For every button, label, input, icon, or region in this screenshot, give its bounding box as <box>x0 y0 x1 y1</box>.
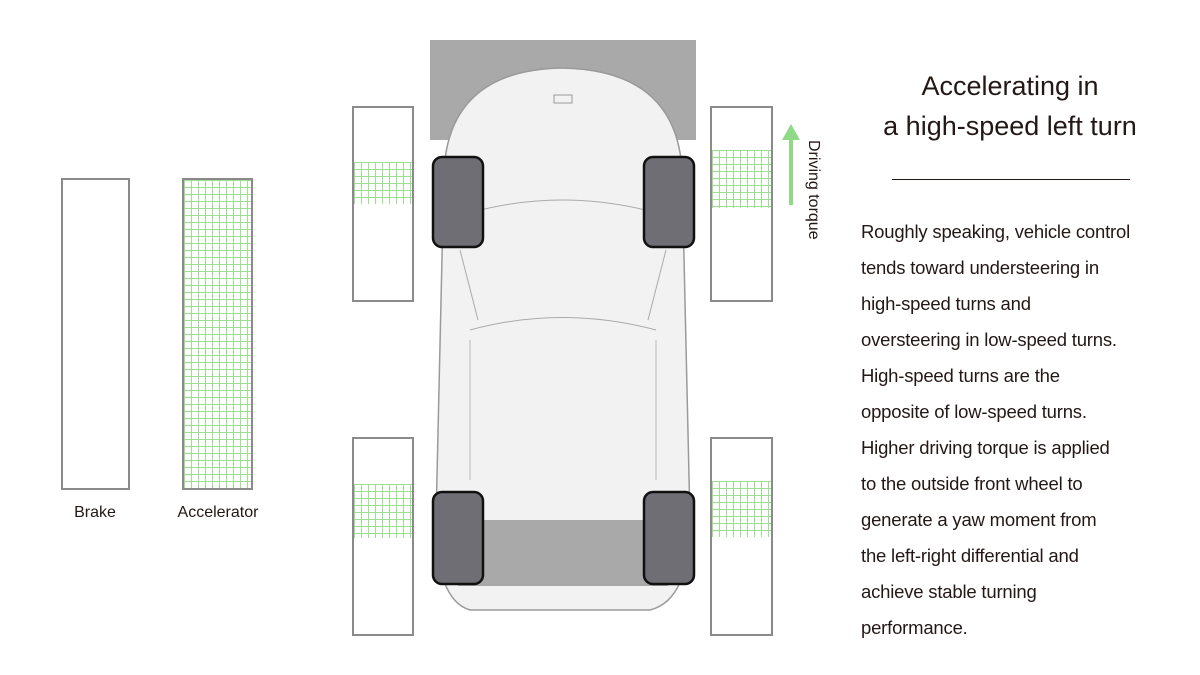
tire-front-right <box>642 155 696 249</box>
tire-front-left <box>431 155 485 249</box>
accelerator-fill <box>184 180 251 488</box>
wheel-gauge-rear-left <box>352 437 414 636</box>
torque-fill <box>354 161 412 204</box>
description-line: High-speed turns are the <box>861 365 1060 386</box>
torque-fill <box>712 150 771 208</box>
tire-rear-left <box>431 490 485 586</box>
title-line: a high-speed left turn <box>883 111 1137 141</box>
wheel-gauge-front-left <box>352 106 414 302</box>
description-line: Roughly speaking, vehicle control <box>861 221 1131 242</box>
description-line: the left-right differential and <box>861 545 1079 566</box>
driving-torque-label: Driving torque <box>805 140 822 240</box>
description-line: opposite of low-speed turns. <box>861 401 1087 422</box>
description-line: oversteering in low-speed turns. <box>861 329 1117 350</box>
tire-rear-right <box>642 490 696 586</box>
wheel-gauge-rear-right <box>710 437 773 636</box>
description: Roughly speaking, vehicle control tends t… <box>861 214 1191 646</box>
description-line: Higher driving torque is applied <box>861 437 1110 458</box>
description-line: to the outside front wheel to <box>861 473 1083 494</box>
divider <box>892 179 1130 180</box>
brake-gauge <box>61 178 130 490</box>
title-line: Accelerating in <box>921 71 1099 101</box>
description-line: achieve stable turning <box>861 581 1037 602</box>
rear-diffuser <box>458 520 668 586</box>
brake-label: Brake <box>74 504 116 521</box>
description-line: high-speed turns and <box>861 293 1031 314</box>
accelerator-gauge <box>182 178 253 490</box>
description-line: performance. <box>861 617 968 638</box>
description-line: tends toward understeering in <box>861 257 1099 278</box>
accelerator-label: Accelerator <box>177 504 259 521</box>
torque-fill <box>712 480 771 538</box>
torque-arrow-icon <box>782 124 800 140</box>
torque-fill <box>354 483 412 539</box>
description-line: generate a yaw moment from <box>861 509 1097 530</box>
wheel-gauge-front-right <box>710 106 773 302</box>
page-title: Accelerating in a high-speed left turn <box>840 66 1180 146</box>
